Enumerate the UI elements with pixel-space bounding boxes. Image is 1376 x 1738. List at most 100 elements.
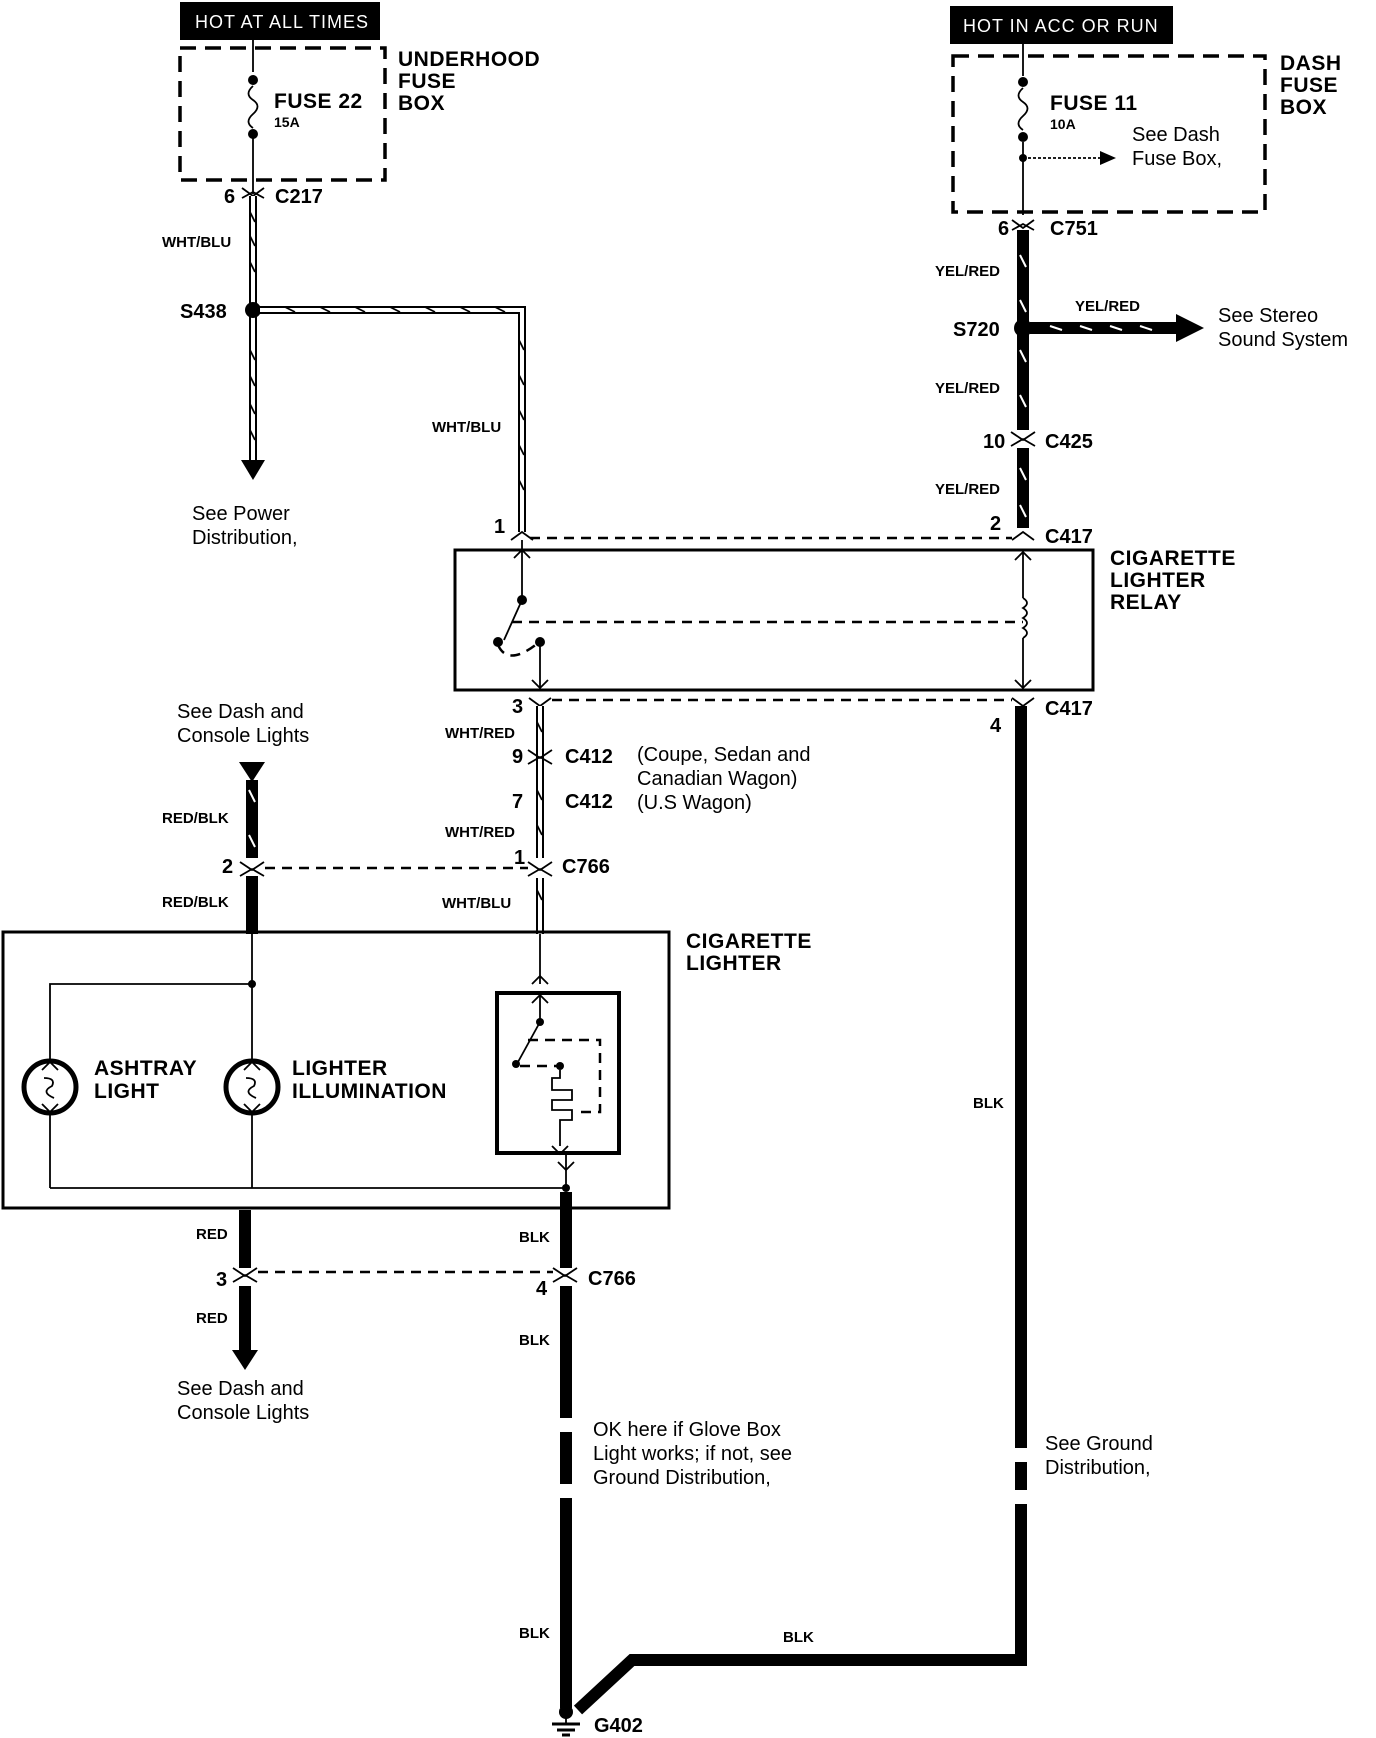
wire-label-w5: YEL/RED <box>935 380 1000 397</box>
ground-icon <box>552 1716 580 1737</box>
note-power-dist-1: See Power <box>192 503 290 525</box>
c412-variant-a-2: Canadian Wagon) <box>637 768 797 790</box>
cigarette-lighter-relay: CIGARETTE LIGHTER RELAY <box>453 540 1236 692</box>
connector-c417-bottom: 3 4 C417 <box>512 696 1093 737</box>
wire-label-w2: WHT/BLU <box>432 419 501 436</box>
fuse-22-rating: 15A <box>274 114 300 130</box>
connector-c412: 9 C412 7 C412 (Coupe, Sedan and Canadian… <box>512 744 810 814</box>
wire-wht-blu-lighter: WHT/BLU <box>442 878 544 934</box>
c412-variant-a-1: (Coupe, Sedan and <box>637 744 810 766</box>
c766-pin4: 4 <box>536 1278 548 1300</box>
note-dash-lights-top-2: Console Lights <box>177 725 309 747</box>
note-glove-box-1: OK here if Glove Box <box>593 1419 781 1441</box>
c766-top-label: C766 <box>562 856 610 878</box>
dash-title-1: DASH <box>1280 52 1342 75</box>
c417-top-label: C417 <box>1045 526 1093 548</box>
wire-label-w18: BLK <box>783 1629 814 1646</box>
dash-title-2: FUSE <box>1280 74 1338 97</box>
dash-fuse-note-2: Fuse Box, <box>1132 148 1222 170</box>
connector-c425: 10 C425 <box>983 431 1093 453</box>
wire-label-w8: WHT/RED <box>445 824 515 841</box>
c751-label: C751 <box>1050 218 1098 240</box>
wire-wht-blu-left: WHT/BLU <box>162 196 265 480</box>
wire-label-w16: BLK <box>973 1095 1004 1112</box>
s720-label: S720 <box>953 319 1000 341</box>
connector-c751: 6 C751 <box>998 218 1098 240</box>
fuse-22-label: FUSE 22 <box>274 90 363 113</box>
wire-label-w13: RED <box>196 1310 228 1327</box>
relay-title-2: LIGHTER <box>1110 569 1206 592</box>
ground-g402: G402 <box>552 1705 643 1737</box>
wire-label-w9: WHT/BLU <box>442 895 511 912</box>
note-dash-lights-bottom-1: See Dash and <box>177 1378 304 1400</box>
wire-blk-relay-ground: BLK BLK See Ground Distribution, <box>573 706 1153 1715</box>
wire-label-w14: BLK <box>519 1229 550 1246</box>
dash-fuse-note-1: See Dash <box>1132 124 1220 146</box>
c766-pin3: 3 <box>216 1269 227 1291</box>
underhood-title-1: UNDERHOOD <box>398 48 540 71</box>
banner-right-text: HOT IN ACC OR RUN <box>963 16 1159 36</box>
c425-pin: 10 <box>983 431 1005 453</box>
note-stereo-2: Sound System <box>1218 329 1348 351</box>
illum-title-1: LIGHTER <box>292 1057 388 1080</box>
c417-pin4: 4 <box>990 715 1002 737</box>
c412-label-b: C412 <box>565 791 613 813</box>
wire-red-blk: See Dash and Console Lights RED/BLK RED/… <box>162 701 309 934</box>
c412-pin9: 9 <box>512 746 523 768</box>
wire-label-w3: YEL/RED <box>935 263 1000 280</box>
note-stereo-1: See Stereo <box>1218 305 1318 327</box>
c751-pin: 6 <box>998 218 1009 240</box>
underhood-title-3: BOX <box>398 92 445 115</box>
dash-fuse-box: FUSE 11 10A See Dash Fuse Box, DASH FUSE… <box>951 44 1342 215</box>
connector-c417-top: 1 2 C417 <box>494 513 1093 548</box>
connector-c766-bottom: 3 4 C766 <box>216 1267 636 1300</box>
c412-variant-b: (U.S Wagon) <box>637 792 752 814</box>
cigarette-lighter: CIGARETTE LIGHTER ASHTRAY LIGHT LIGHTER … <box>1 930 811 1210</box>
banner-hot-in-acc-or-run: HOT IN ACC OR RUN <box>950 6 1173 44</box>
underhood-fuse-box: FUSE 22 15A UNDERHOOD FUSE BOX <box>178 40 540 194</box>
c766-pin2: 2 <box>222 856 233 878</box>
c766-pin1: 1 <box>514 847 525 869</box>
wire-yel-red: YEL/RED YEL/RED YEL/RED <box>935 230 1029 528</box>
underhood-title-2: FUSE <box>398 70 456 93</box>
relay-title-3: RELAY <box>1110 591 1182 614</box>
wire-label-w12: RED <box>196 1226 228 1243</box>
relay-title-1: CIGARETTE <box>1110 547 1236 570</box>
note-ground-dist-2: Distribution, <box>1045 1457 1151 1479</box>
note-ground-dist-1: See Ground <box>1045 1433 1153 1455</box>
wire-red-bottom: RED RED See Dash and Console Lights <box>177 1210 309 1424</box>
illum-title-2: ILLUMINATION <box>292 1080 447 1103</box>
wire-label-w11: RED/BLK <box>162 894 229 911</box>
connector-c766-top: 2 1 C766 <box>222 847 610 878</box>
c425-label: C425 <box>1045 431 1093 453</box>
c417-pin3: 3 <box>512 696 523 718</box>
c766-bottom-label: C766 <box>588 1268 636 1290</box>
g402-label: G402 <box>594 1715 643 1737</box>
note-glove-box-2: Light works; if not, see <box>593 1443 792 1465</box>
fuse-11-rating: 10A <box>1050 116 1076 132</box>
c412-label-a: C412 <box>565 746 613 768</box>
wire-blk-lighter-ground: BLK BLK BLK OK here if Glove Box Light w… <box>519 1192 792 1708</box>
banner-left-text: HOT AT ALL TIMES <box>195 12 369 32</box>
wire-label-w4: YEL/RED <box>1075 298 1140 315</box>
note-glove-box-3: Ground Distribution, <box>593 1467 771 1489</box>
s438-label: S438 <box>180 301 227 323</box>
note-dash-lights-top-1: See Dash and <box>177 701 304 723</box>
wire-label-w10: RED/BLK <box>162 810 229 827</box>
lighter-element-icon <box>495 934 621 1192</box>
c417-pin1: 1 <box>494 516 505 538</box>
c217-pin: 6 <box>224 186 235 208</box>
ashtray-title-1: ASHTRAY <box>94 1057 197 1080</box>
c417-bottom-label: C417 <box>1045 698 1093 720</box>
wire-label-w6: YEL/RED <box>935 481 1000 498</box>
wire-label-w17: BLK <box>519 1625 550 1642</box>
ashtray-title-2: LIGHT <box>94 1080 160 1103</box>
wire-label-w1: WHT/BLU <box>162 234 231 251</box>
lighter-title-2: LIGHTER <box>686 952 782 975</box>
c217-label: C217 <box>275 186 323 208</box>
c417-pin2: 2 <box>990 513 1001 535</box>
banner-hot-at-all-times: HOT AT ALL TIMES <box>180 2 380 40</box>
lighter-illumination-bulb-icon <box>223 1058 281 1116</box>
dash-title-3: BOX <box>1280 96 1327 119</box>
